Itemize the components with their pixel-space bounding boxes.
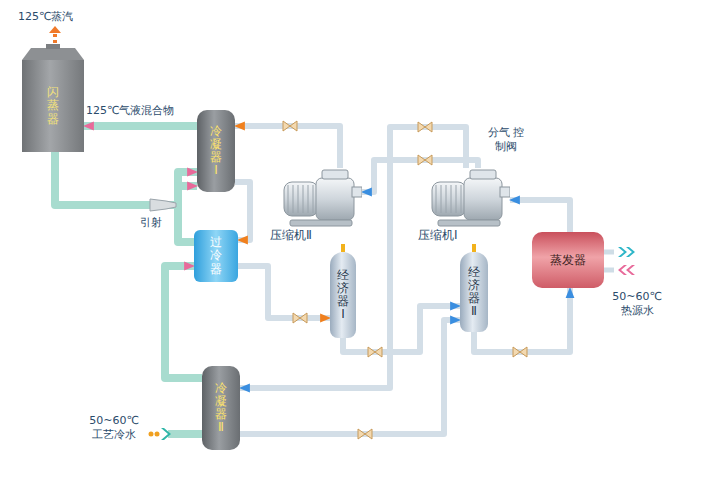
flash-cap	[22, 48, 84, 60]
valve-symbol	[418, 155, 432, 165]
valve-symbol	[418, 122, 432, 132]
process-water-inlet	[149, 428, 204, 440]
vessel-box: 蒸发器	[532, 232, 604, 288]
pipe-connector	[474, 288, 570, 352]
pipe-connector	[165, 266, 202, 378]
pipe-connector	[510, 200, 570, 232]
vessel-box: 冷凝器Ⅰ	[197, 110, 235, 192]
pipe-connector	[472, 244, 476, 252]
node-text: 压缩机Ⅱ	[270, 227, 312, 244]
pipe-connector	[235, 126, 340, 168]
valve-symbol	[283, 121, 297, 131]
vessel-box: 过冷器	[194, 230, 238, 282]
vessel-box: 经济器Ⅰ	[330, 252, 356, 338]
steam-arrow	[49, 26, 61, 43]
annotation-label: 50~60℃ 工艺冷水	[86, 414, 142, 443]
pipe-connector	[343, 306, 460, 352]
heat-source-water	[604, 247, 635, 275]
valve-symbol	[513, 347, 527, 357]
pipe-connector	[235, 182, 250, 240]
node-text: 过冷器	[210, 236, 222, 276]
node-text: 闪蒸器	[47, 86, 59, 126]
vessel-box: 经济器Ⅱ	[460, 252, 488, 332]
node-text: 冷凝器Ⅰ	[210, 125, 222, 178]
annotation-label: 50~60℃ 热源水	[610, 290, 664, 319]
node-text: 蒸发器	[550, 252, 586, 269]
node-text: 经济器Ⅰ	[337, 269, 349, 322]
annotation-label: 125℃蒸汽	[18, 10, 98, 24]
node-text: 经济器Ⅱ	[468, 266, 480, 319]
node-text: 压缩机Ⅰ	[418, 227, 458, 244]
vessel-box: 冷凝器Ⅱ	[202, 366, 240, 450]
pipe-connector	[238, 266, 330, 318]
vessel-box: 闪蒸器	[22, 60, 84, 152]
annotation-label: 引射	[140, 216, 170, 230]
valve-symbol	[358, 429, 372, 439]
flash-chimney	[46, 44, 60, 49]
valve-symbol	[368, 347, 382, 357]
compressor: 压缩机Ⅱ	[270, 168, 362, 244]
compressor: 压缩机Ⅰ	[418, 168, 510, 244]
pipe-connector	[341, 244, 345, 252]
ejector	[150, 199, 176, 211]
annotation-label: 125℃气液混合物	[86, 104, 190, 118]
annotation-label: 分气 控制阀	[486, 126, 526, 155]
pipe-connector	[240, 127, 466, 388]
pipe-connector	[84, 122, 197, 130]
valve-symbol	[293, 313, 307, 323]
node-text: 冷凝器Ⅱ	[215, 382, 227, 435]
compressor-symbol	[270, 168, 362, 230]
compressor-symbol	[418, 168, 510, 230]
valve-symbols	[283, 121, 527, 439]
